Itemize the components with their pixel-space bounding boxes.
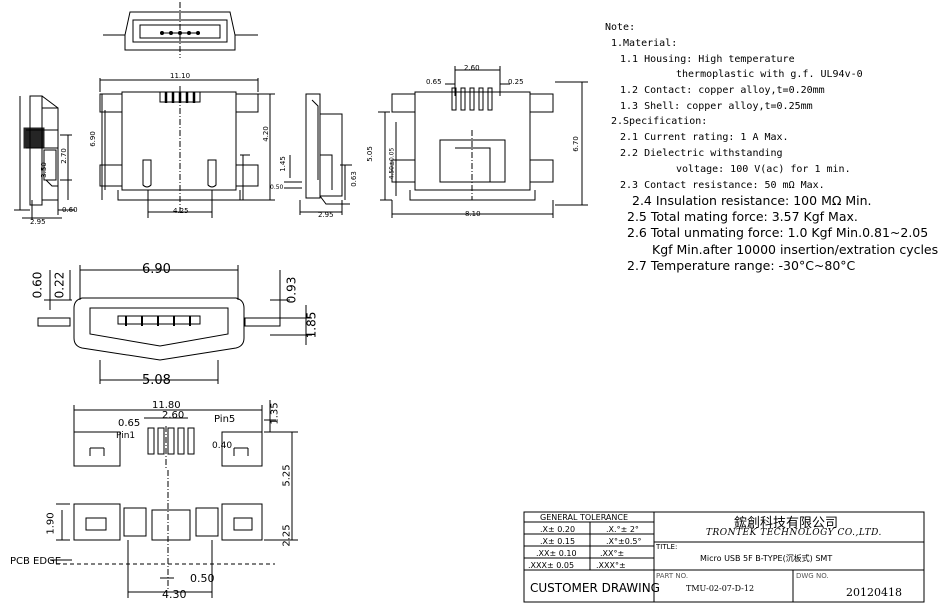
dim-pcb-pitch: 2.60 <box>162 410 185 421</box>
dim-bottom-h3: 6.70 <box>571 136 580 152</box>
notes-spec-heading: 2.Specification: <box>611 116 708 127</box>
company-cn: 鋐創科技有限公司 <box>734 516 839 531</box>
notes-contact: 1.2 Contact: copper alloy,t=0.20mm <box>620 85 825 96</box>
tol-row-1-a: .X± 0.20 <box>540 525 576 534</box>
dim-pcb-l: 1.90 <box>45 512 57 535</box>
dim-mid-bottom: 5.08 <box>142 373 171 388</box>
dim-pcb-gap: 0.40 <box>212 441 233 451</box>
tol-row-1-b: .X.°± 2° <box>606 525 639 534</box>
dim-pcb-bottom2: 4.30 <box>162 588 187 601</box>
dwg-value: 20120418 <box>846 586 902 599</box>
dim-side-h1: 2.70 <box>59 148 68 164</box>
tol-row-2-b: .X°±0.5° <box>606 537 642 546</box>
company-en: TRONTEK TECHNOLOGY CO.,LTD. <box>706 528 882 538</box>
notes-unmating-1: 2.6 Total unmating force: 1.0 Kgf Min.0.… <box>627 225 929 240</box>
tol-row-2-a: .X± 0.15 <box>540 537 576 546</box>
customer-drawing: CUSTOMER DRAWING <box>530 581 660 595</box>
notes-material-heading: 1.Material: <box>611 38 678 49</box>
pcb-layout-view <box>50 400 298 598</box>
top-front-view <box>103 2 258 58</box>
part-label: PART NO. <box>656 572 689 580</box>
dim-bottom-a: 0.65 <box>426 78 442 86</box>
notes-shell: 1.3 Shell: copper alloy,t=0.25mm <box>620 101 813 112</box>
tolerance-header: GENERAL TOLERANCE <box>540 513 629 522</box>
dim-pcb-r2: 5.25 <box>281 464 293 487</box>
dim-pcb-pin1: Pin1 <box>116 431 136 441</box>
bottom-view <box>378 66 588 218</box>
dim-mid-r1: 0.93 <box>284 276 299 304</box>
dim-mid-width: 6.90 <box>142 262 171 277</box>
notes-dielectric-1: 2.2 Dielectric withstanding <box>620 148 783 159</box>
notes-unmating-2: Kgf Min.after 10000 insertion/extration … <box>652 242 938 257</box>
dim-side2-w: 2.95 <box>318 211 334 219</box>
notes-housing-2: thermoplastic with g.f. UL94v-0 <box>676 69 863 80</box>
dim-side2-c: 0.63 <box>349 171 358 187</box>
notes-mating: 2.5 Total mating force: 3.57 Kgf Max. <box>627 209 858 224</box>
dim-bottom-pitch: 2.60 <box>464 64 480 72</box>
mid-front-view <box>37 265 312 384</box>
main-top-view <box>99 78 275 218</box>
middle-side-view <box>284 93 352 215</box>
notes-temperature: 2.7 Temperature range: -30°C~80°C <box>627 258 856 273</box>
dim-top-front-h1: 6.90 <box>88 131 97 147</box>
left-side-view <box>14 95 75 220</box>
dim-pcb-pin5: Pin5 <box>214 414 236 425</box>
dim-pcb-bottom1: 0.50 <box>190 572 215 585</box>
tol-row-3-a: .XX± 0.10 <box>536 549 577 558</box>
notes-current: 2.1 Current rating: 1 A Max. <box>620 132 789 143</box>
title-value: Micro USB 5F B-TYPE(沉板式) SMT <box>700 554 833 563</box>
dim-top-front-pitch: 4.25 <box>173 207 189 215</box>
dim-side-w: 2.95 <box>30 218 46 226</box>
dwg-label: DWG NO. <box>796 572 829 580</box>
notes-housing-1: 1.1 Housing: High temperature <box>620 54 795 65</box>
notes-contact-res: 2.3 Contact resistance: 50 mΩ Max. <box>620 180 825 191</box>
dim-bottom-w: 8.10 <box>465 210 481 218</box>
title-label: TITLE: <box>656 543 678 551</box>
notes-insulation: 2.4 Insulation resistance: 100 MΩ Min. <box>632 193 872 208</box>
dim-pcb-pad: 0.65 <box>118 418 141 429</box>
dim-bottom-h2: 4.50±0.05 <box>388 147 396 180</box>
tol-row-4-b: .XXX°± <box>596 561 626 570</box>
dim-bottom-b: 0.25 <box>508 78 524 86</box>
dim-mid-l1: 0.60 <box>30 271 45 299</box>
notes-dielectric-2: voltage: 100 V(ac) for 1 min. <box>676 164 851 175</box>
dim-bottom-h1: 5.05 <box>365 146 374 162</box>
tol-row-4-a: .XXX± 0.05 <box>528 561 575 570</box>
dim-side2-a: 1.45 <box>278 156 287 172</box>
dim-pcb-width: 11.80 <box>152 400 181 411</box>
dim-side-h2: 3.50 <box>39 162 48 178</box>
dim-side2-b: 0.50 <box>270 184 284 191</box>
dim-pcb-r3: 2.25 <box>281 524 293 547</box>
dim-top-front-width: 11.10 <box>170 72 191 80</box>
dim-mid-l2: 0.22 <box>52 271 67 299</box>
dim-pcb-r1: 1.35 <box>269 402 281 425</box>
title-block-frame <box>523 511 925 603</box>
dim-top-front-h2: 4.20 <box>261 126 270 142</box>
pcb-edge-label: PCB EDGE <box>10 556 62 567</box>
notes-heading: Note: <box>605 22 636 33</box>
tol-row-3-b: .XX°± <box>600 549 625 558</box>
dim-mid-r2: 1.85 <box>304 311 319 339</box>
side-contact-block <box>23 127 45 149</box>
dim-side-b: 0.60 <box>62 206 78 214</box>
part-value: TMU-02-07-D-12 <box>686 584 755 593</box>
